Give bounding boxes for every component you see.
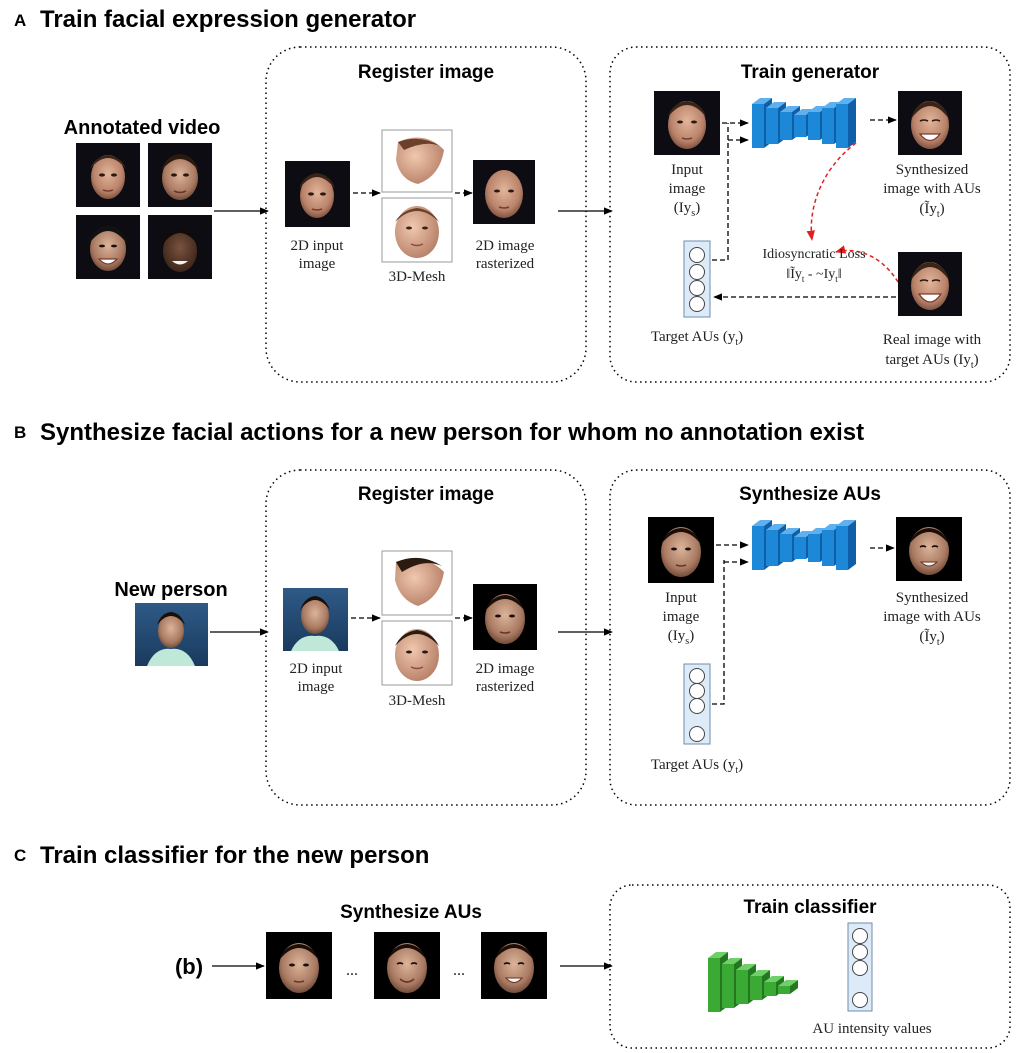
loss-arrow-real xyxy=(834,245,899,283)
generator-input-label: Input xyxy=(671,162,703,178)
raster-label-a: 2D image xyxy=(476,238,535,254)
real-face-a xyxy=(898,252,962,316)
loss-label: Idiosyncratic Loss xyxy=(762,247,865,262)
arrow-au-to-generator-b xyxy=(712,560,725,705)
classifier-network xyxy=(708,952,798,1012)
register-title-b: Register image xyxy=(358,484,494,505)
generator-input-symbol: (Iys) xyxy=(674,200,700,219)
classifier-title: Train classifier xyxy=(743,897,877,918)
synth-input-face-b xyxy=(648,517,714,583)
generator-network-a xyxy=(752,98,856,148)
rasterized-face-a xyxy=(473,160,535,224)
mesh-label-b: 3D-Mesh xyxy=(389,693,446,709)
synth-input-symbol-b: (Iys) xyxy=(668,628,694,647)
synth-input-label-b-2: image xyxy=(663,609,700,625)
generator-network-b xyxy=(752,520,856,570)
synthesized-face-b xyxy=(896,517,962,581)
synth-face-c-1 xyxy=(266,932,332,999)
target-label-a: Target AUs (yt) xyxy=(651,329,743,348)
section-c-letter: C xyxy=(14,846,26,865)
mesh-label-a: 3D-Mesh xyxy=(389,269,446,285)
input-label-b: 2D input xyxy=(290,661,344,677)
register-title-a: Register image xyxy=(358,62,494,83)
input-label-a: 2D input xyxy=(291,238,345,254)
synth-face-c-3 xyxy=(481,932,547,999)
loss-formula: ‖Ĩyt - ~Iyt‖ xyxy=(786,266,841,284)
synthesize-aus-label-c: Synthesize AUs xyxy=(340,902,482,923)
synthesized-face-a xyxy=(898,91,962,155)
synth-face-c-2 xyxy=(374,932,440,999)
input-label-a-2: image xyxy=(299,256,336,272)
dots-2: ... xyxy=(453,962,465,979)
synth-symbol-a: (Ĩyt) xyxy=(919,201,944,220)
synth-label-a: Synthesized xyxy=(896,162,969,178)
generator-box xyxy=(609,46,1011,383)
arrow-au-to-generator xyxy=(712,123,729,261)
synth-label-b-2: image with AUs xyxy=(883,609,981,625)
loss-arrow-synth xyxy=(806,142,857,242)
input-label-b-2: image xyxy=(298,679,335,695)
synthesize-title-b: Synthesize AUs xyxy=(739,484,881,505)
section-b-letter: B xyxy=(14,423,26,442)
section-a-title: Train facial expression generator xyxy=(40,6,416,33)
generator-input-face xyxy=(654,91,720,155)
input-face-a xyxy=(285,161,350,227)
section-b-title: Synthesize facial actions for a new pers… xyxy=(40,419,864,446)
raster-label-b: 2D image xyxy=(476,661,535,677)
raster-label-b-2: rasterized xyxy=(476,679,535,695)
ref-b-label: (b) xyxy=(175,954,203,979)
real-label-a: Real image with xyxy=(883,332,982,348)
dots-1: ... xyxy=(346,962,358,979)
synth-label-a-2: image with AUs xyxy=(883,181,981,197)
synth-symbol-b: (Ĩyt) xyxy=(919,629,944,648)
au-intensity-vector xyxy=(847,922,873,1012)
generator-input-label-2: image xyxy=(669,181,706,197)
face-thumbnail xyxy=(148,215,212,279)
face-thumbnail xyxy=(76,143,140,207)
new-person-photo xyxy=(135,603,208,666)
input-face-b xyxy=(283,588,348,651)
target-label-b: Target AUs (yt) xyxy=(651,757,743,776)
face-thumbnail xyxy=(148,143,212,207)
mesh-images-a xyxy=(381,129,453,263)
synth-input-label-b: Input xyxy=(665,590,697,606)
annotated-video-faces xyxy=(76,143,212,279)
synthesize-box-b xyxy=(609,469,1011,806)
generator-title: Train generator xyxy=(741,62,880,83)
register-box-a xyxy=(265,46,587,383)
face-thumbnail xyxy=(76,215,140,279)
au-intensity-label: AU intensity values xyxy=(812,1021,931,1037)
register-box-b xyxy=(265,469,587,806)
rasterized-face-b xyxy=(473,584,537,650)
raster-label-a-2: rasterized xyxy=(476,256,535,272)
section-a-letter: A xyxy=(14,11,26,30)
new-person-label: New person xyxy=(114,579,227,601)
section-c-title: Train classifier for the new person xyxy=(40,842,429,869)
synth-label-b: Synthesized xyxy=(896,590,969,606)
real-label-a-2: target AUs (Iyt) xyxy=(885,352,978,371)
annotated-video-label: Annotated video xyxy=(64,117,221,139)
target-au-vector-a xyxy=(683,240,711,318)
mesh-images-b xyxy=(381,550,453,686)
target-au-vector-b xyxy=(683,663,711,745)
